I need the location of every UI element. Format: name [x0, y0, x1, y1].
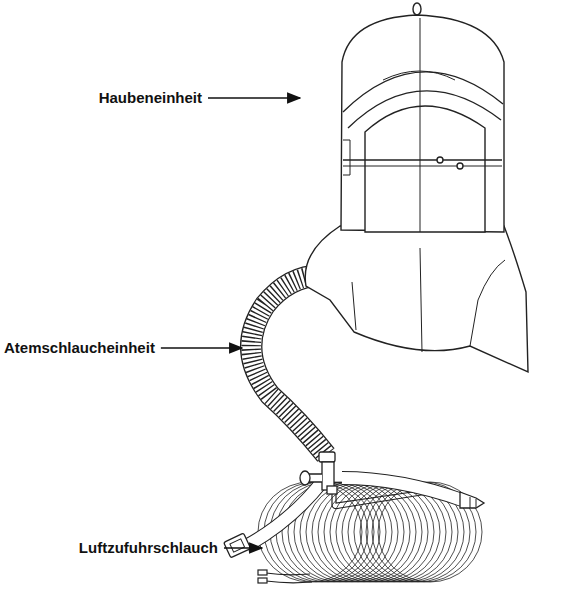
coil-winding	[270, 482, 374, 582]
coil-winding	[306, 482, 410, 582]
part-label: Atemschlaucheinheit	[4, 339, 155, 357]
belt	[224, 478, 484, 558]
leader-arrow	[224, 547, 262, 549]
leader-arrow	[208, 97, 300, 99]
valve	[300, 452, 337, 494]
part-label: Luftzufuhrschlauch	[79, 539, 218, 557]
coil-winding	[282, 482, 386, 582]
hood	[305, 3, 528, 372]
coil-winding	[330, 482, 434, 582]
hose-ends	[258, 488, 440, 583]
part-label: Haubeneinheit	[99, 89, 202, 107]
coil-winding	[312, 482, 416, 582]
leader-arrow	[161, 347, 242, 349]
coil-winding	[276, 482, 380, 582]
coil-winding	[336, 482, 440, 582]
